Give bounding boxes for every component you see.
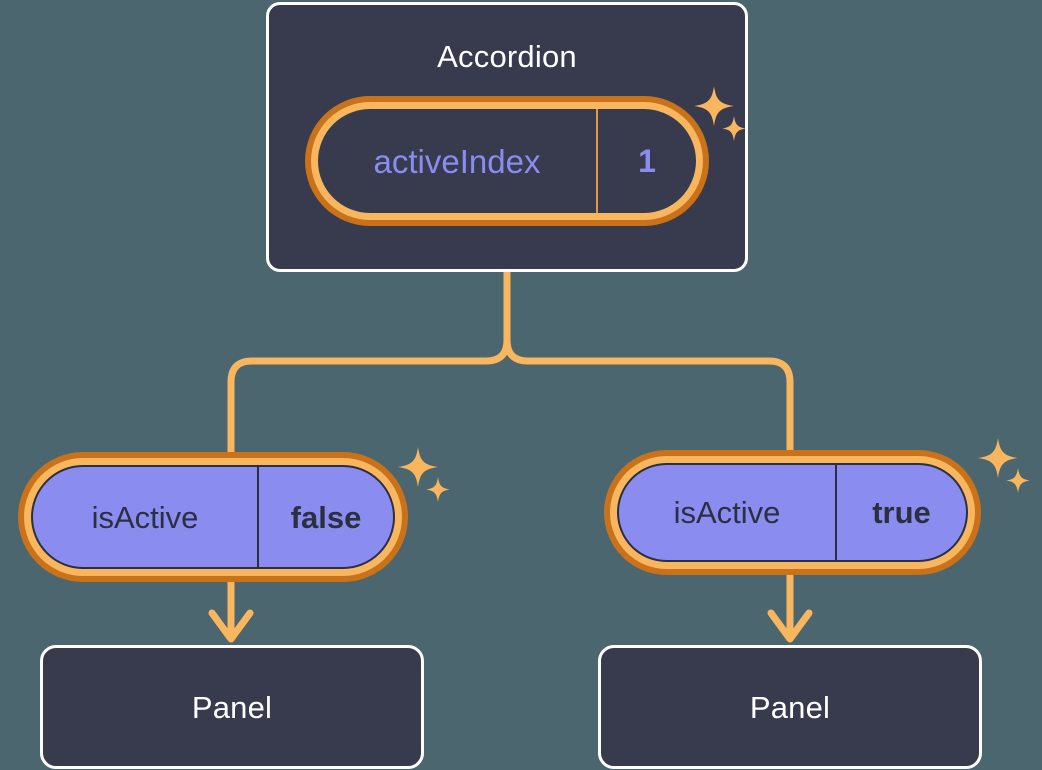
arrowhead-left (208, 609, 254, 643)
state-value-label: false (290, 499, 362, 535)
state-value-label: 1 (638, 143, 656, 179)
arrowhead-right (767, 609, 813, 643)
state-key-label: isActive (619, 465, 837, 560)
component-title: Accordion (437, 39, 577, 74)
wire-accordion-to-right (503, 268, 794, 454)
state-pill-body: isActive true (617, 463, 968, 562)
component-title: Panel (749, 689, 831, 725)
state-pill-isactive-left[interactable]: isActive false (18, 452, 408, 582)
state-pill-ring: isActive true (610, 456, 975, 569)
sparkle-four-point-large-icon (694, 86, 746, 141)
state-pill-body: isActive false (31, 465, 395, 569)
state-pill-ring: activeIndex 1 (311, 102, 703, 220)
state-key-label: isActive (33, 467, 259, 567)
state-pill-isactive-right[interactable]: isActive true (604, 450, 981, 575)
component-box-panel-left[interactable]: Panel (40, 645, 424, 769)
sparkle-four-point-large-icon (978, 438, 1030, 493)
state-value-label: true (872, 495, 931, 530)
sparkle-four-point-large-icon (398, 447, 450, 502)
wire-accordion-to-left (227, 268, 511, 456)
state-key-label: activeIndex (318, 109, 598, 213)
component-box-panel-right[interactable]: Panel (598, 645, 982, 769)
state-pill-activeindex[interactable]: activeIndex 1 (305, 96, 709, 226)
component-title: Panel (191, 689, 273, 725)
state-pill-ring: isActive false (24, 458, 402, 576)
state-pill-body: activeIndex 1 (318, 109, 696, 213)
